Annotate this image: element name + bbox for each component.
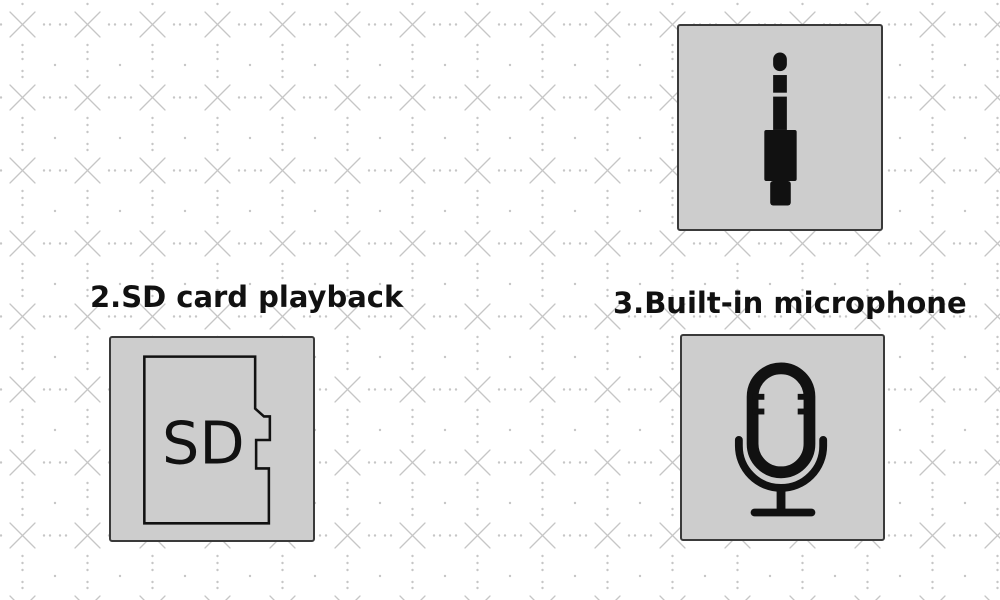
sd-card-icon-text: SD — [162, 409, 245, 478]
headphone-jack-tile — [677, 24, 883, 231]
headphone-jack-icon — [764, 52, 797, 206]
microphone-tile — [680, 334, 885, 541]
sd-card-playback-label: 2.SD card playback — [90, 280, 404, 314]
sd-card-icon: SD — [143, 355, 272, 525]
sd-card-tile: SD — [109, 336, 315, 542]
built-in-microphone-label: 3.Built-in microphone — [613, 286, 967, 320]
microphone-icon — [734, 362, 828, 517]
